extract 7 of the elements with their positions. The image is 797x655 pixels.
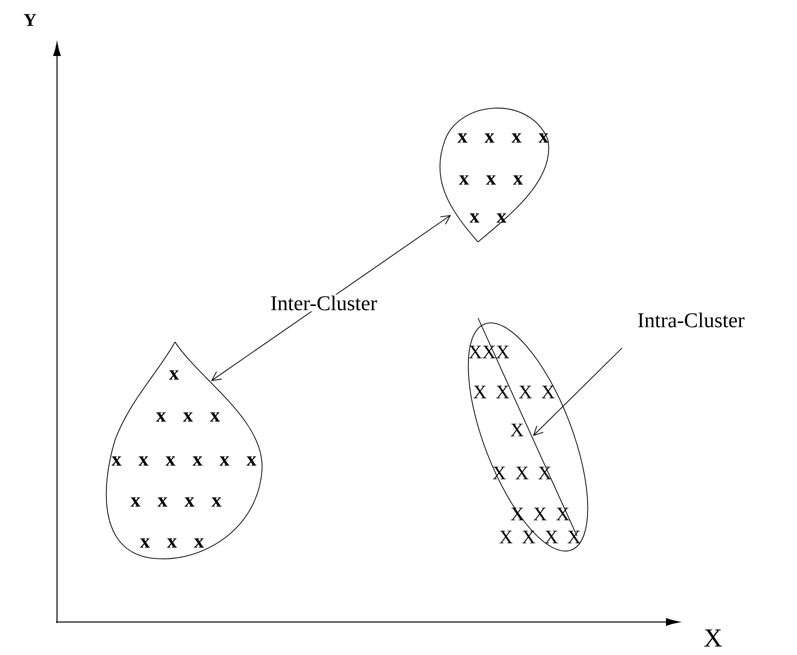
axis-label: X <box>704 629 722 646</box>
callout-text: Intra-Cluster <box>638 312 744 328</box>
arrow <box>211 214 451 381</box>
cluster: x x x x x x x x x x x x x x x x x <box>106 342 262 560</box>
arrow <box>533 348 622 436</box>
axis-label: Y <box>24 14 36 26</box>
edge-label: Inter-Cluster <box>269 294 378 312</box>
